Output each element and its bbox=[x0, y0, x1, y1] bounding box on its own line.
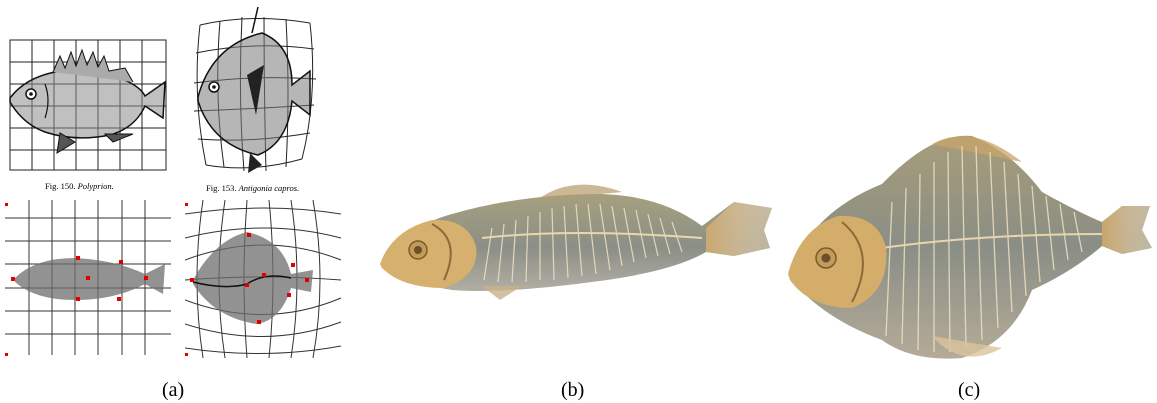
antigonia-caption: Fig. 153. Antigonia capros. bbox=[206, 183, 299, 193]
polyprion-drawing bbox=[5, 38, 170, 173]
polyprion-caption: Fig. 150. Polyprion. bbox=[45, 181, 114, 191]
fish-skeleton-rendering-b bbox=[372, 168, 777, 308]
fish-skeleton-rendering-c bbox=[782, 122, 1154, 370]
regular-grid-landmarks bbox=[5, 200, 175, 360]
warped-grid-landmarks bbox=[185, 200, 345, 360]
antigonia-drawing bbox=[192, 5, 317, 177]
panel-a-label: (a) bbox=[162, 379, 184, 402]
panel-c-label: (c) bbox=[958, 379, 980, 402]
panel-b-label: (b) bbox=[561, 379, 584, 402]
